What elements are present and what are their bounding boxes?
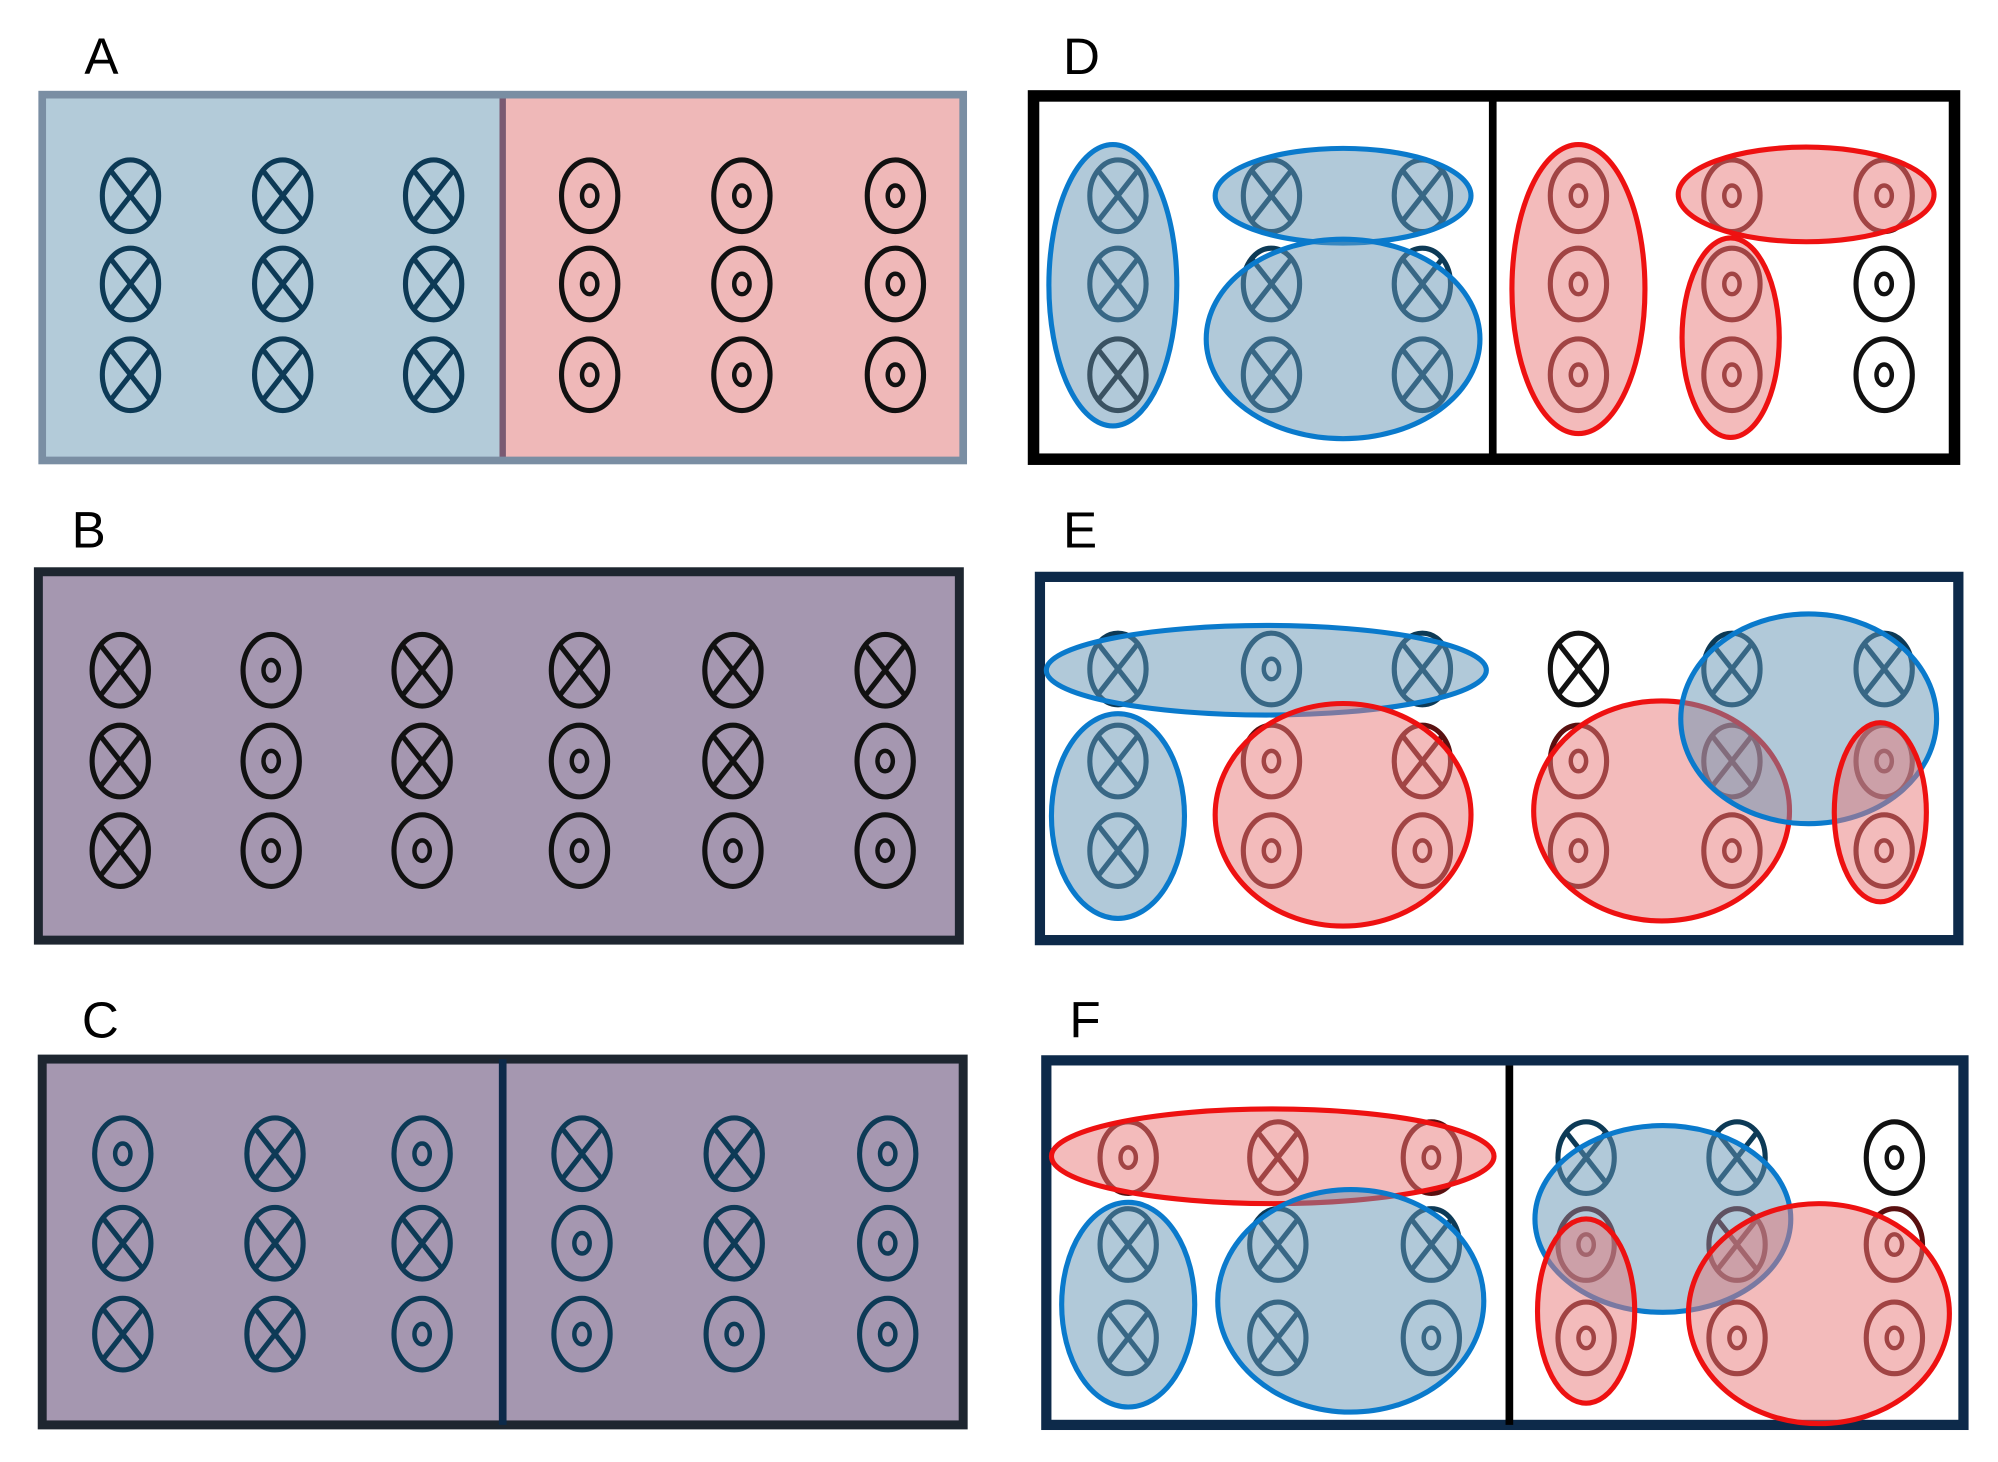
cross-circle-icon (402, 336, 465, 414)
cross-circle-icon (244, 1115, 306, 1193)
cross-circle-icon (89, 812, 151, 889)
dot-circle-icon (857, 1295, 919, 1373)
dot-circle-icon (551, 1295, 613, 1373)
cross-circle-icon (99, 336, 162, 414)
panel-label: C (82, 991, 119, 1048)
cross-circle-icon (402, 157, 465, 235)
cross-circle-icon (854, 631, 916, 709)
cross-circle-icon (391, 1204, 453, 1282)
blue-cluster-ellipse (1043, 622, 1489, 718)
dot-circle-icon (240, 812, 302, 889)
dot-circle-icon (857, 1204, 919, 1282)
dot-circle-icon (391, 1295, 453, 1373)
red-cluster-ellipse (1679, 235, 1782, 441)
blue-cluster-ellipse (1212, 145, 1474, 246)
cross-circle-icon (702, 631, 764, 709)
red-cluster-ellipse (1675, 144, 1937, 245)
cross-circle-icon (548, 631, 611, 709)
dot-circle-icon (703, 1295, 765, 1373)
cross-circle-icon (251, 336, 314, 414)
cross-circle-icon (1547, 630, 1610, 708)
cross-circle-icon (391, 631, 453, 709)
dot-circle-icon (558, 157, 621, 235)
cross-circle-icon (99, 245, 162, 323)
cross-circle-icon (703, 1204, 765, 1282)
panel-c: C (37, 991, 968, 1430)
dot-circle-icon (240, 631, 302, 709)
dot-circle-icon (1863, 1119, 1926, 1196)
dot-circle-icon (240, 722, 302, 800)
blue-cluster-ellipse (1046, 141, 1180, 429)
dot-circle-icon (548, 722, 611, 800)
panel-border (1034, 571, 1964, 946)
red-cluster-ellipse (1212, 700, 1474, 929)
blue-cluster-ellipse (1215, 1186, 1487, 1415)
cross-circle-icon (244, 1295, 306, 1373)
panel-f: F (1041, 991, 1969, 1431)
blue-cluster-ellipse (1048, 711, 1188, 921)
cross-circle-icon (92, 1204, 154, 1282)
dot-circle-icon (551, 1204, 613, 1282)
cross-circle-icon (244, 1204, 306, 1282)
panel-label: D (1063, 28, 1100, 85)
panel-label: A (84, 28, 119, 85)
panel-border (1041, 1055, 1969, 1431)
panel-a: A (38, 28, 968, 465)
cross-circle-icon (92, 1295, 154, 1373)
dot-circle-icon (558, 336, 621, 414)
red-cluster-ellipse (1534, 1216, 1638, 1406)
cross-circle-icon (251, 157, 314, 235)
dot-circle-icon (702, 812, 764, 889)
panel-d: D (1027, 28, 1961, 465)
blue-cluster-ellipse (1059, 1199, 1198, 1410)
cross-circle-icon (99, 157, 162, 235)
dot-circle-icon (1853, 245, 1915, 323)
panel-label: E (1063, 501, 1097, 558)
panel-border (38, 90, 968, 465)
cross-circle-icon (89, 722, 151, 800)
panel-label: F (1069, 991, 1100, 1048)
dot-circle-icon (92, 1115, 154, 1193)
blue-cluster-ellipse (1203, 236, 1483, 442)
dot-circle-icon (711, 245, 773, 323)
dot-circle-icon (548, 812, 611, 889)
dot-circle-icon (711, 336, 773, 414)
dot-circle-icon (391, 812, 453, 889)
panel-label: B (72, 501, 106, 558)
domain-region (499, 91, 967, 464)
red-cluster-ellipse (1048, 1106, 1497, 1207)
panel-border (33, 567, 964, 945)
dot-circle-icon (711, 157, 773, 235)
dot-circle-icon (1853, 336, 1915, 414)
dot-circle-icon (854, 722, 916, 800)
panel-box (38, 571, 960, 941)
dot-circle-icon (864, 336, 927, 414)
red-cluster-ellipse (1509, 141, 1648, 437)
red-cluster-ellipse (1685, 1201, 1952, 1427)
dot-circle-icon (391, 1115, 453, 1193)
panel-b: B (33, 501, 964, 945)
cross-circle-icon (89, 631, 151, 709)
dot-circle-icon (857, 1115, 919, 1193)
cross-circle-icon (702, 722, 764, 800)
cross-circle-icon (402, 245, 465, 323)
dot-circle-icon (864, 157, 927, 235)
dot-circle-icon (854, 812, 916, 889)
dot-circle-icon (864, 245, 927, 323)
dot-circle-icon (558, 245, 621, 323)
cross-circle-icon (703, 1115, 765, 1193)
cross-circle-icon (251, 245, 314, 323)
cross-circle-icon (391, 722, 453, 800)
red-cluster-ellipse (1831, 720, 1929, 905)
cross-circle-icon (551, 1115, 613, 1193)
panel-e: E (1034, 501, 1964, 946)
